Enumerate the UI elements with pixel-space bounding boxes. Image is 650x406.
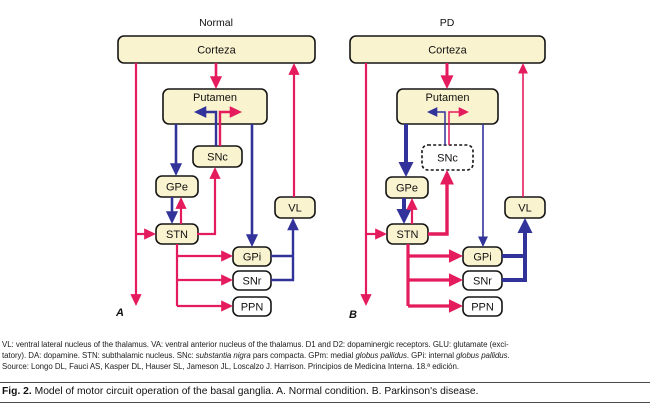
node-ppn: PPN	[232, 296, 272, 317]
node-stn: STN	[155, 223, 199, 245]
node-snr: SNr	[232, 270, 272, 291]
caption-rule-top	[0, 382, 650, 383]
arrowhead-gpe-stn	[396, 209, 412, 224]
node-label-corteza: Corteza	[428, 44, 467, 56]
node-box-snc	[421, 144, 474, 171]
node-label-stn: STN	[397, 229, 419, 241]
node-label-gpe: GPe	[396, 182, 418, 194]
edge-snr-gpi-vl	[502, 232, 527, 282]
arrowhead-putamen-gpi	[245, 234, 259, 247]
arrowhead-cortex-stn	[375, 228, 387, 240]
edge-snc-putamen-d1	[448, 111, 460, 145]
node-label-ppn: PPN	[471, 301, 494, 313]
node-gpi: GPi	[232, 246, 272, 267]
node-label-vl: VL	[288, 202, 301, 214]
node-box-putamen	[396, 88, 499, 125]
edge-stn-snc	[197, 177, 217, 236]
arrowhead-vl-cortex	[288, 63, 300, 75]
node-label-ppn: PPN	[241, 301, 264, 313]
arrowhead-stn-snr	[448, 273, 463, 287]
arrowhead-cortex-descending	[130, 294, 142, 306]
arrowhead-stn-snc	[209, 167, 221, 179]
arrowhead-putamen-gpe	[169, 163, 183, 176]
node-label-snc: SNc	[207, 151, 228, 163]
node-corteza: Corteza	[349, 35, 546, 64]
node-putamen: Putamen	[162, 88, 268, 125]
edge-snc-putamen-d1	[218, 110, 231, 146]
legend-line-3: Source: Longo DL, Fauci AS, Kasper DL, H…	[2, 361, 459, 371]
node-label-gpi: GPi	[473, 251, 491, 263]
node-corteza: Corteza	[117, 35, 316, 64]
node-vl: VL	[274, 196, 316, 219]
panel-letter-normal: A	[115, 307, 124, 319]
node-label-vl: VL	[518, 202, 531, 214]
arrowhead-stn-gpe	[406, 198, 418, 210]
node-label-gpe: GPe	[166, 181, 188, 193]
arrowhead-putamen-gpi	[478, 236, 488, 247]
figure-caption-text: Model of motor circuit operation of the …	[34, 386, 479, 397]
arrowhead-stn-gpi	[448, 249, 463, 263]
node-ppn: PPN	[462, 296, 503, 317]
arrowhead-stn-snr	[221, 274, 233, 286]
node-snr: SNr	[462, 270, 503, 291]
arrowhead-stn-gpi	[221, 250, 233, 262]
node-gpe: GPe	[155, 175, 199, 198]
node-label-snr: SNr	[243, 275, 262, 287]
node-vl: VL	[504, 196, 546, 219]
node-box-gpe	[385, 176, 429, 199]
node-box-gpe	[155, 175, 199, 198]
node-label-stn: STN	[166, 229, 188, 241]
node-stn: STN	[386, 223, 429, 245]
legend-line-2: tatory). DA: dopamine. STN: subthalamic …	[2, 350, 510, 360]
node-gpi: GPi	[462, 246, 503, 267]
arrowhead-snc-putamen-d1	[229, 106, 242, 118]
arrowhead-stn-gpe	[175, 197, 187, 209]
figure-caption-label: Fig. 2.	[2, 386, 32, 397]
edge-snr-gpi-vl	[271, 229, 295, 282]
caption-rule-bottom	[0, 402, 650, 403]
node-label-snc: SNc	[437, 152, 458, 164]
panel-letter-pd: B	[349, 309, 357, 321]
arrowhead-snc-putamen-d2	[427, 107, 438, 117]
arrowhead-putamen-gpe	[398, 162, 414, 177]
node-gpe: GPe	[385, 176, 429, 199]
arrowhead-stn-ppn	[448, 299, 463, 313]
arrowhead-vl-cortex	[518, 63, 528, 74]
node-box-snc	[192, 145, 243, 168]
edge-snc-putamen-d2	[436, 111, 446, 145]
arrowhead-snc-putamen-d2	[194, 106, 207, 118]
node-label-putamen: Putamen	[425, 92, 469, 104]
node-label-snr: SNr	[473, 275, 492, 287]
arrowhead-stn-ppn	[221, 300, 233, 312]
node-label-putamen: Putamen	[193, 92, 237, 104]
node-snc: SNc	[192, 145, 243, 168]
node-label-gpi: GPi	[243, 251, 261, 263]
panel-title-pd: PD	[440, 17, 455, 29]
node-snc: SNc	[421, 144, 474, 171]
edge-snc-putamen-d2	[205, 110, 218, 146]
arrowhead-cortex-descending	[360, 294, 372, 306]
arrowhead-snr-gpi-vl	[517, 218, 533, 233]
arrowhead-cortex-putamen	[440, 75, 454, 89]
edge-stn-snc	[428, 183, 449, 236]
arrowhead-cortex-stn	[144, 228, 156, 240]
arrowhead-cortex-putamen	[209, 76, 223, 89]
panel-title-normal: Normal	[199, 17, 233, 29]
node-box-ppn	[232, 296, 272, 317]
node-label-corteza: Corteza	[197, 44, 236, 56]
arrowhead-gpe-stn	[165, 211, 179, 224]
arrowhead-snr-gpi-vl	[287, 218, 299, 231]
node-putamen: Putamen	[396, 88, 499, 125]
legend-line-1: VL: ventral lateral nucleus of the thala…	[2, 340, 509, 349]
abbreviation-legend: VL: ventral lateral nucleus of the thala…	[2, 340, 648, 372]
figure-caption: Fig. 2. Model of motor circuit operation…	[2, 386, 648, 397]
arrowhead-snc-putamen-d1	[458, 107, 469, 117]
node-box-ppn	[462, 296, 503, 317]
arrowhead-stn-snc	[440, 170, 454, 185]
